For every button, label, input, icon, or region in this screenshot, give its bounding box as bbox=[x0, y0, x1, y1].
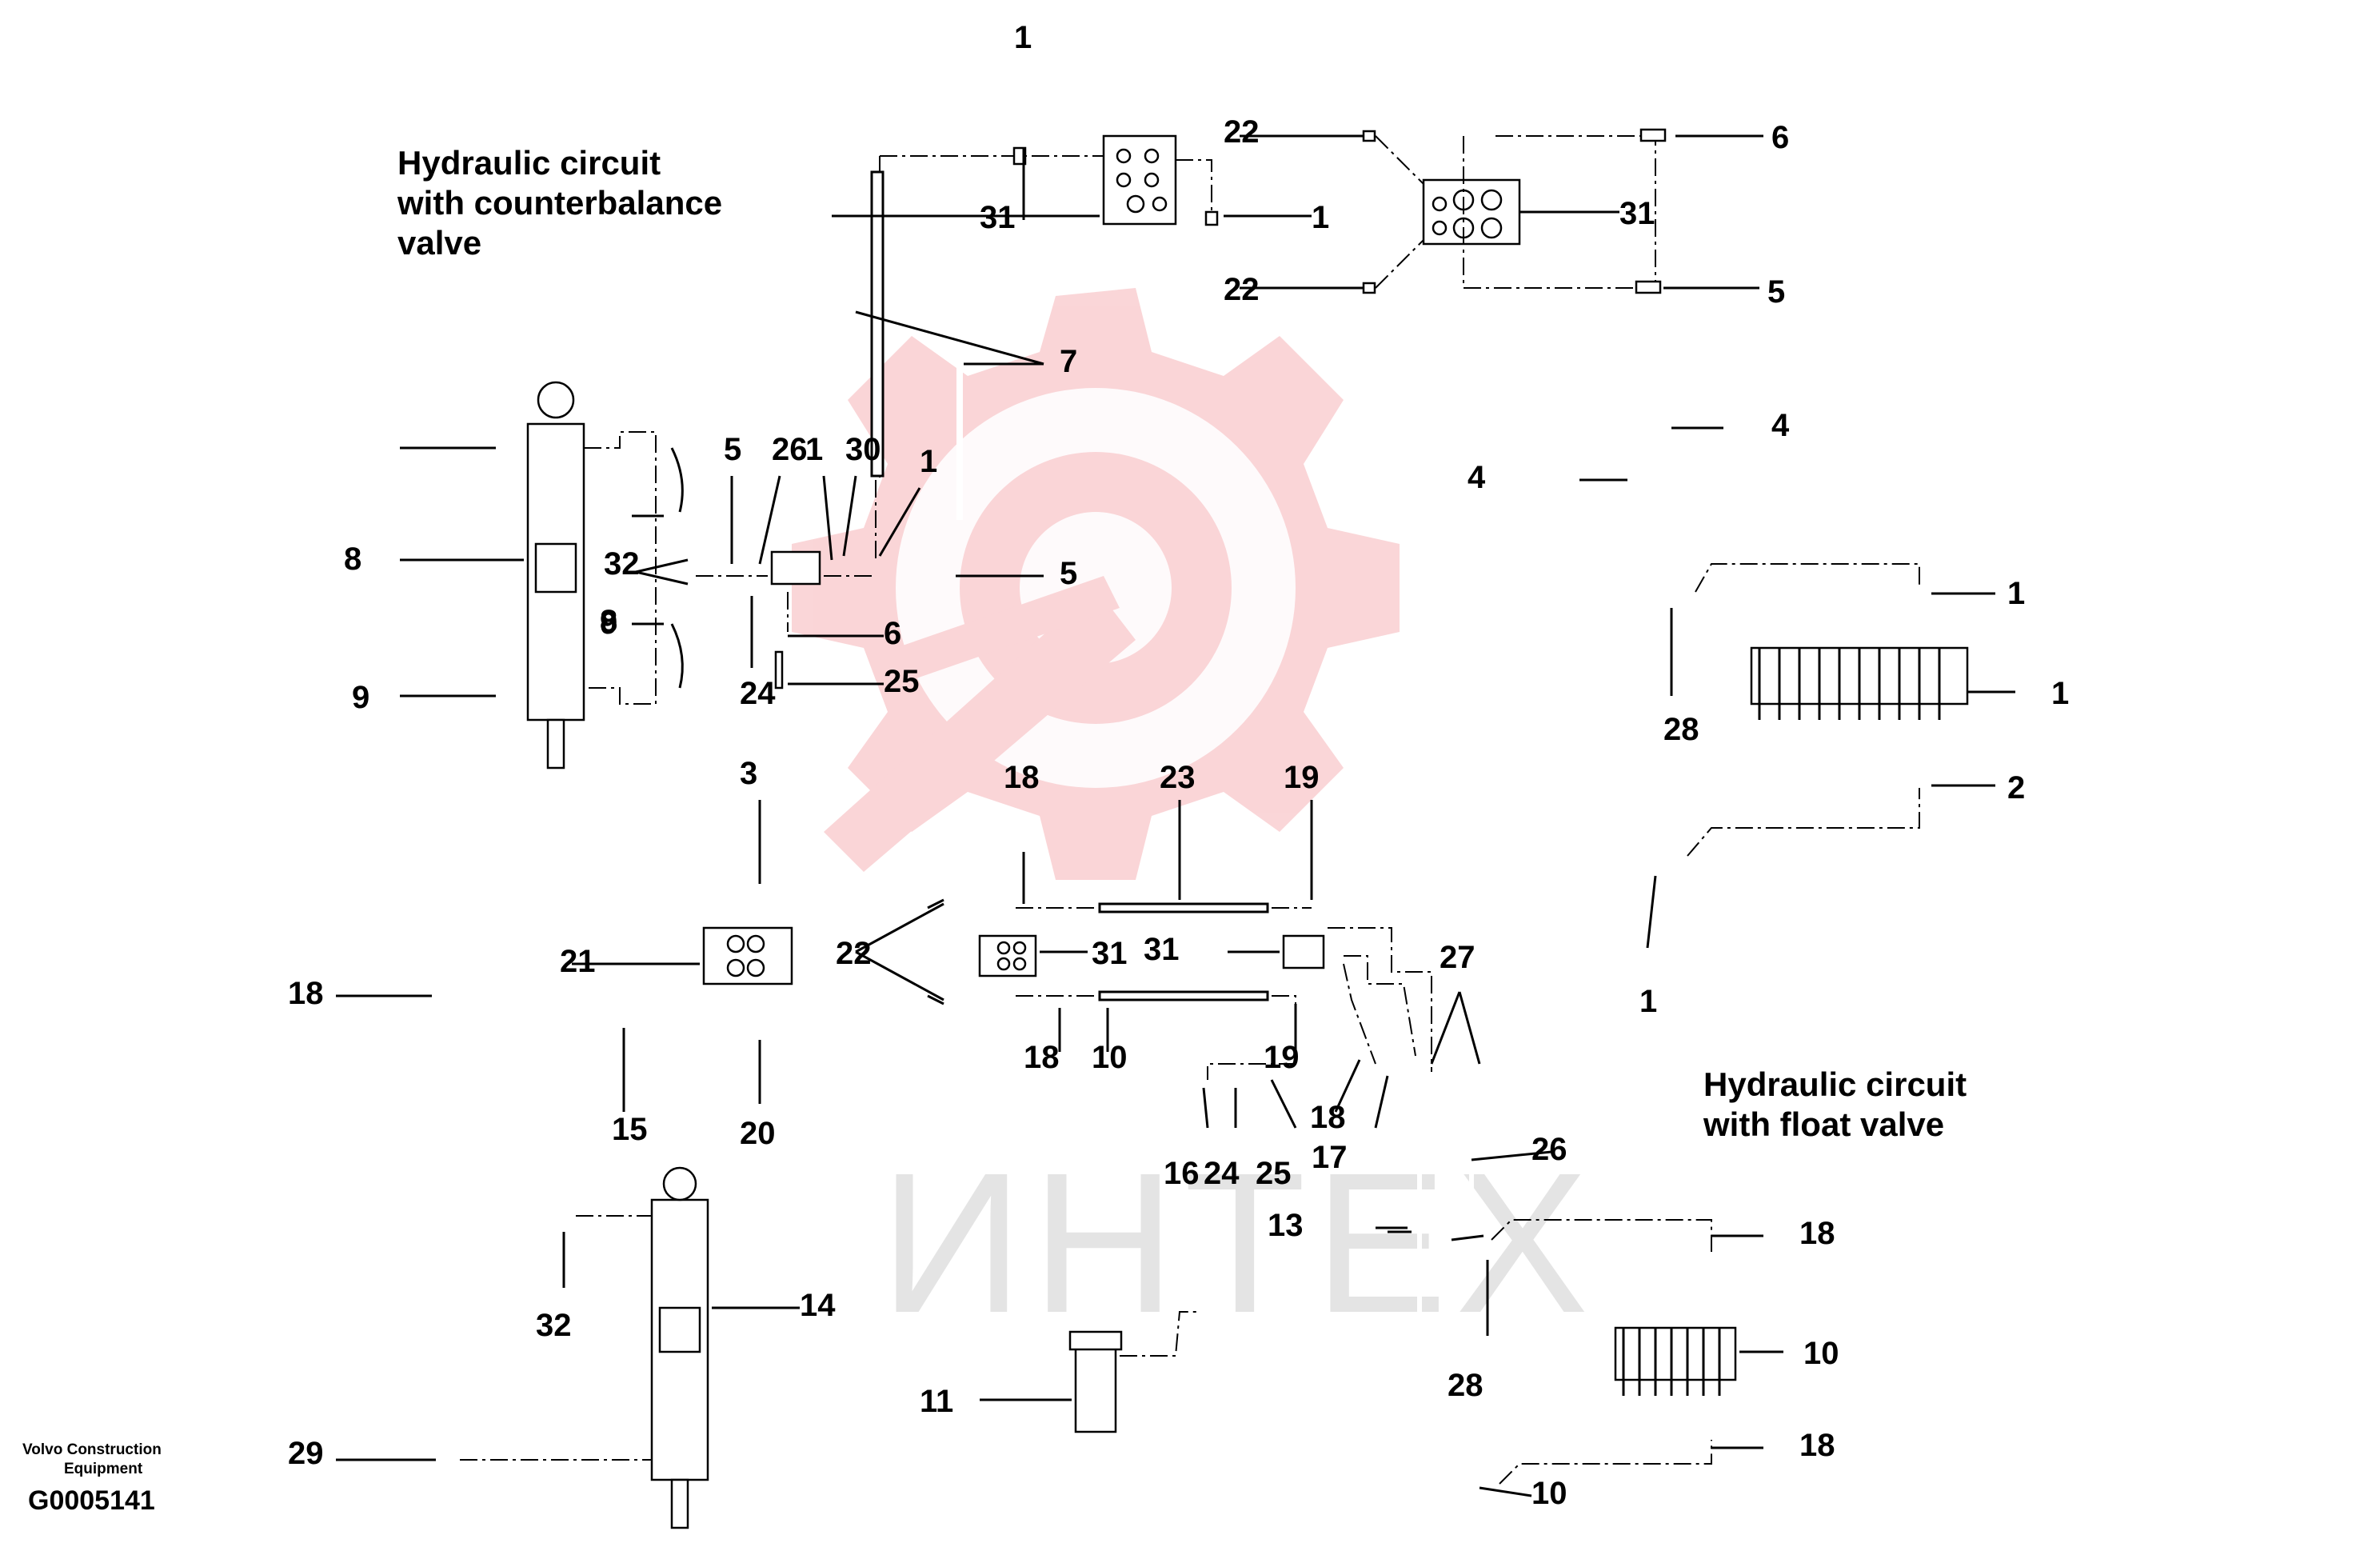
callout-32: 32 bbox=[536, 1308, 572, 1343]
callout-20: 20 bbox=[740, 1116, 776, 1151]
title-float-line2: with float valve bbox=[1703, 1105, 1944, 1143]
callout-13: 13 bbox=[1268, 1208, 1304, 1243]
callout-25: 25 bbox=[1256, 1156, 1292, 1191]
callout-10: 10 bbox=[1803, 1336, 1839, 1371]
callout-27: 27 bbox=[1440, 940, 1476, 975]
callout-5: 5 bbox=[724, 432, 741, 467]
callout-1: 1 bbox=[1639, 984, 1657, 1019]
callout-28: 28 bbox=[1448, 1368, 1484, 1403]
callout-24: 24 bbox=[1204, 1156, 1240, 1191]
upper-center-valve-assembly bbox=[832, 134, 1312, 520]
callout-22: 22 bbox=[1224, 114, 1260, 150]
callout-21: 21 bbox=[560, 944, 596, 979]
title-float-line1: Hydraulic circuit bbox=[1703, 1065, 1967, 1103]
callout-5: 5 bbox=[1060, 556, 1077, 591]
callout-15: 15 bbox=[612, 1112, 648, 1147]
callout-10: 10 bbox=[1092, 1040, 1128, 1075]
title-counterbalance-line2: with counterbalance bbox=[397, 184, 722, 222]
callout-6: 6 bbox=[1771, 120, 1789, 155]
callout-1: 1 bbox=[920, 444, 937, 479]
callout-19: 19 bbox=[1284, 760, 1320, 795]
watermark-logo bbox=[792, 288, 1400, 880]
callout-5: 5 bbox=[1767, 274, 1785, 310]
callout-31: 31 bbox=[1619, 196, 1655, 231]
credit-company-line2: Equipment bbox=[64, 1461, 143, 1477]
callout-31: 31 bbox=[1092, 936, 1128, 971]
center-float-valve-assembly bbox=[855, 800, 1783, 1506]
callout-16: 16 bbox=[1164, 1156, 1200, 1191]
callout-7: 7 bbox=[1060, 344, 1077, 379]
callout-29: 29 bbox=[288, 1436, 324, 1471]
callout-1: 1 bbox=[1312, 200, 1329, 235]
callout-14: 14 bbox=[800, 1288, 836, 1323]
callout-2: 2 bbox=[2007, 770, 2025, 805]
callout-18: 18 bbox=[1004, 760, 1040, 795]
callout-4: 4 bbox=[1771, 408, 1790, 443]
title-counterbalance-line1: Hydraulic circuit bbox=[397, 144, 661, 182]
drawing-code: G0005141 bbox=[28, 1485, 155, 1516]
callout-28: 28 bbox=[1663, 712, 1699, 747]
callout-6: 6 bbox=[884, 616, 901, 651]
credit-company-line1: Volvo Construction bbox=[22, 1441, 162, 1458]
callout-18: 18 bbox=[1799, 1216, 1835, 1251]
callout-26: 26 bbox=[772, 432, 808, 467]
callout-22: 22 bbox=[1224, 272, 1260, 307]
callout-31: 31 bbox=[980, 200, 1016, 235]
callout-18: 18 bbox=[1024, 1040, 1060, 1075]
callout-3: 3 bbox=[740, 756, 757, 791]
callout-22: 22 bbox=[836, 936, 872, 971]
left-lower-cylinder bbox=[336, 800, 800, 1529]
callout-8: 8 bbox=[600, 604, 617, 639]
left-upper-cylinder bbox=[400, 381, 1044, 770]
callout-1: 1 bbox=[2007, 576, 2025, 611]
title-counterbalance-line3: valve bbox=[397, 224, 481, 262]
hose-7a bbox=[870, 170, 885, 478]
callout-9: 9 bbox=[352, 680, 369, 715]
callout-8: 8 bbox=[344, 542, 361, 577]
callout-23: 23 bbox=[1160, 760, 1196, 795]
callout-1: 1 bbox=[1014, 20, 1032, 55]
callout-18: 18 bbox=[1799, 1428, 1835, 1463]
callout-25: 25 bbox=[884, 664, 920, 699]
callout-1: 1 bbox=[805, 432, 823, 467]
callout-4: 4 bbox=[1468, 460, 1486, 495]
callout-11: 11 bbox=[920, 1384, 953, 1419]
callout-10: 10 bbox=[1531, 1476, 1567, 1511]
right-hose-assembly bbox=[1579, 312, 2015, 949]
callout-17: 17 bbox=[1312, 1140, 1348, 1175]
callout-18: 18 bbox=[288, 976, 324, 1011]
callout-24: 24 bbox=[740, 676, 776, 711]
callout-19: 19 bbox=[1264, 1040, 1300, 1075]
callout-18: 18 bbox=[1310, 1100, 1346, 1135]
upper-right-valve-assembly bbox=[1240, 128, 1763, 294]
callout-9: 9 bbox=[600, 606, 617, 641]
callout-1: 1 bbox=[2051, 676, 2069, 711]
callout-31: 31 bbox=[1144, 932, 1180, 967]
callout-30: 30 bbox=[845, 432, 881, 467]
callout-26: 26 bbox=[1531, 1132, 1567, 1167]
callout-32: 32 bbox=[604, 546, 640, 582]
